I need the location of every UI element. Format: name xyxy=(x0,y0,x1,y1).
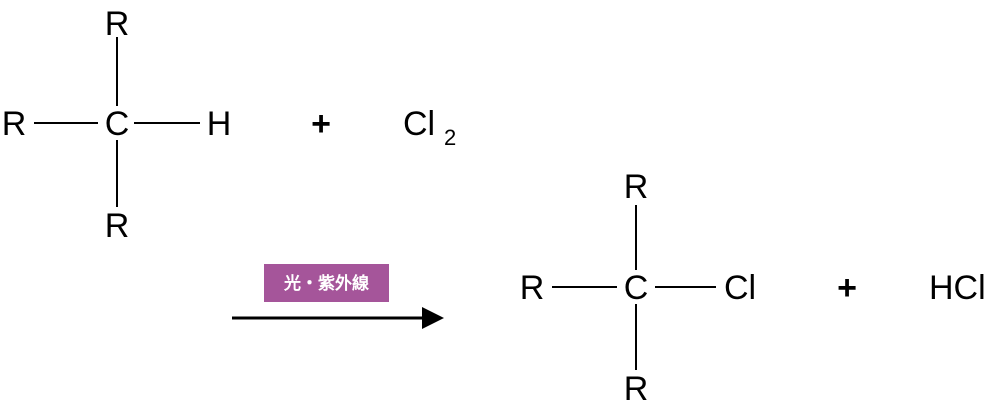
chlorine-subscript: 2 xyxy=(444,125,456,150)
hydrogen-chloride: HCl xyxy=(929,269,986,307)
reaction-condition: 光・紫外線 xyxy=(264,264,389,302)
chlorine-symbol: Cl xyxy=(403,105,435,143)
reactant-r-left: R xyxy=(2,105,27,143)
reactant-molecule: R R C H R xyxy=(2,5,232,245)
condition-label: 光・紫外線 xyxy=(283,273,369,294)
product-chlorine: Cl xyxy=(724,269,756,307)
condition-badge xyxy=(264,264,389,302)
plus-sign-reactants: + xyxy=(311,105,331,143)
reactant-hydrogen: H xyxy=(207,105,232,143)
chlorine-molecule: Cl 2 xyxy=(403,105,456,150)
reaction-arrow xyxy=(232,307,444,329)
arrow-head xyxy=(422,307,444,329)
reactant-r-bottom: R xyxy=(105,207,130,245)
product-r-left: R xyxy=(520,269,545,307)
reactant-r-top: R xyxy=(105,5,130,43)
reactant-carbon: C xyxy=(105,105,130,143)
plus-sign-products: + xyxy=(837,269,857,307)
product-carbon: C xyxy=(624,269,649,307)
product-r-top: R xyxy=(624,168,649,206)
product-r-bottom: R xyxy=(624,370,649,407)
product-molecule: R R C Cl R xyxy=(520,168,756,407)
